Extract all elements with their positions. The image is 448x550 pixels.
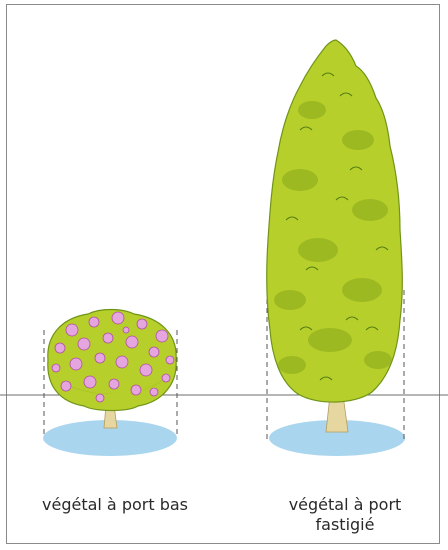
low-shrub (43, 310, 177, 457)
caption-fastigiate: végétal à port fastigié (240, 495, 448, 535)
caption-fastigiate-line2: fastigié (240, 515, 448, 535)
caption-low-shrub: végétal à port bas (20, 495, 210, 515)
fastigiate-tree (267, 40, 405, 456)
caption-fastigiate-line1: végétal à port (240, 495, 448, 515)
low-shrub-foliage (48, 310, 176, 411)
caption-low-shrub-text: végétal à port bas (42, 495, 188, 514)
